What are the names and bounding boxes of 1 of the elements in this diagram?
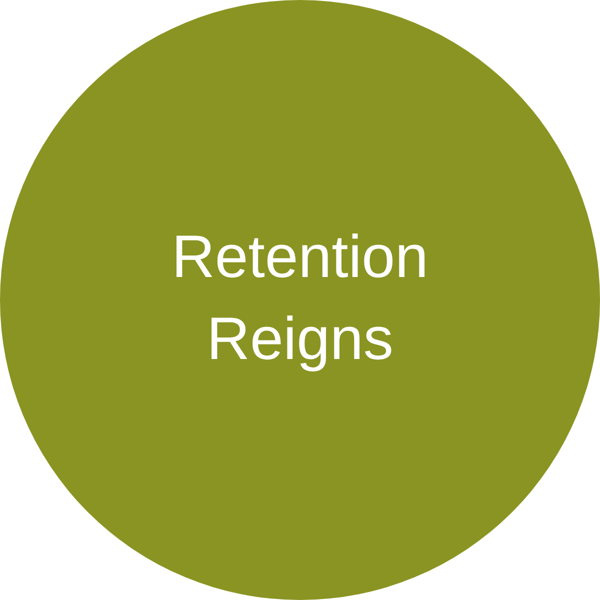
node-label: Retention Reigns (170, 222, 430, 374)
